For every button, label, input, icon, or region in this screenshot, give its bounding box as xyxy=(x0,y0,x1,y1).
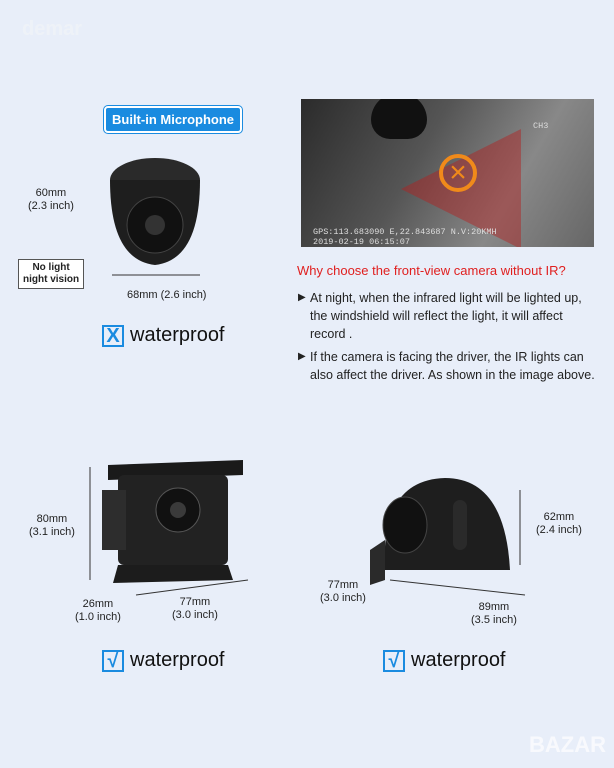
bullet-2: ▶If the camera is facing the driver, the… xyxy=(298,350,595,382)
triangle-bullet-icon: ▶ xyxy=(298,351,306,362)
side-width-label: 89mm(3.5 inch) xyxy=(471,601,517,626)
box-width-label: 77mm(3.0 inch) xyxy=(172,596,218,621)
box-camera-image xyxy=(89,460,249,596)
triangle-bullet-icon: ▶ xyxy=(298,292,306,303)
x-mark-icon: X xyxy=(102,324,124,347)
box-height-label: 80mm(3.1 inch) xyxy=(29,513,75,538)
watermark: demar xyxy=(22,18,83,40)
bullet-1: ▶At night, when the infrared light will … xyxy=(298,291,582,341)
channel-label: CH3 xyxy=(533,121,549,131)
dome-camera-image xyxy=(110,158,200,276)
gps-overlay: GPS:113.683090 E,22.843687 N.V:20KMH xyxy=(313,227,497,237)
datetime-overlay: 2019-02-19 06:15:07 xyxy=(313,237,410,247)
check-mark-icon: √ xyxy=(102,649,124,672)
box-depth-label: 26mm(1.0 inch) xyxy=(75,598,121,623)
side-depth-label: 77mm(3.0 inch) xyxy=(320,579,366,604)
side-camera-image xyxy=(370,478,526,596)
side-height-label: 62mm(2.4 inch) xyxy=(536,511,582,536)
night-camera-photo: × CH3 GPS:113.683090 E,22.843687 N.V:20K… xyxy=(301,99,594,247)
bazar-logo: BAZAR xyxy=(529,732,606,757)
dome-height-label: 60mm(2.3 inch) xyxy=(28,187,74,212)
microphone-badge: Built-in Microphone xyxy=(104,106,243,133)
dome-width-label: 68mm (2.6 inch) xyxy=(127,289,207,301)
why-title: Why choose the front-view camera without… xyxy=(297,263,566,278)
check-mark-icon: √ xyxy=(383,649,405,672)
side-waterproof: √waterproof xyxy=(383,649,506,672)
prohibited-icon: × xyxy=(439,154,477,192)
box-waterproof: √waterproof xyxy=(102,649,225,672)
